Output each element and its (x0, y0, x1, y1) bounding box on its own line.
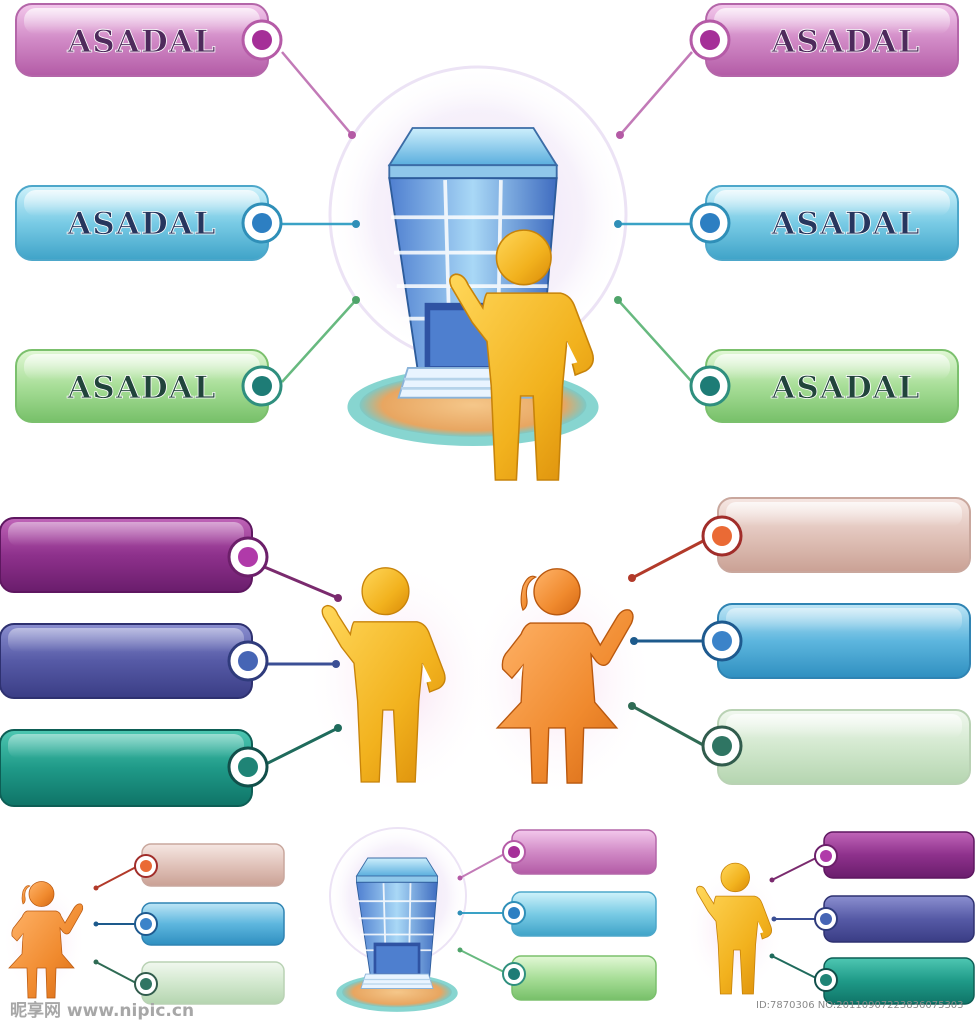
small-tag-teal[interactable] (814, 957, 975, 1005)
blank-tag-right-sky[interactable] (701, 603, 971, 679)
label-tag-right-blue[interactable]: ASADAL (689, 185, 959, 261)
small-tag-navy[interactable] (814, 895, 975, 943)
label-tag-right-purple[interactable]: ASADAL (689, 3, 959, 77)
bottom-right-group (685, 831, 975, 1005)
connector-lines-middle (261, 538, 706, 768)
label-tag-right-green[interactable]: ASADAL (689, 349, 959, 423)
bottom-left-group (2, 843, 285, 1005)
label-text: ASADAL (770, 206, 920, 242)
label-text: ASADAL (770, 370, 920, 406)
top-section: ASADAL ASADAL ASADAL ASADAL (15, 3, 959, 481)
connector-dots-middle (332, 574, 638, 732)
bottom-center-group (328, 826, 657, 1013)
blank-tag-left-plum[interactable] (0, 517, 269, 593)
blank-tag-right-peach[interactable] (701, 497, 971, 573)
label-text: ASADAL (66, 370, 216, 406)
small-tag-purple[interactable] (502, 829, 657, 875)
small-tag-green[interactable] (502, 955, 657, 1001)
blank-tag-left-teal[interactable] (0, 729, 269, 807)
small-tag-plum[interactable] (814, 831, 975, 879)
watermark-left: 昵享网 www.nipic.cn (10, 1001, 195, 1021)
label-text: ASADAL (66, 206, 216, 242)
connector-lines-top (281, 51, 693, 383)
middle-section (0, 497, 971, 807)
label-tag-left-green[interactable]: ASADAL (15, 349, 283, 423)
connector-dots-top (348, 131, 624, 304)
blank-tag-left-navy[interactable] (0, 623, 269, 699)
label-text: ASADAL (770, 24, 920, 60)
watermark-right: ID:7870306 NO:20110907223836075303 (756, 1000, 964, 1011)
small-tag-sky[interactable] (134, 902, 285, 946)
label-tag-left-purple[interactable]: ASADAL (15, 3, 283, 77)
label-text: ASADAL (66, 24, 216, 60)
small-tag-blue[interactable] (502, 891, 657, 937)
small-tag-peach[interactable] (134, 843, 285, 887)
label-tag-left-blue[interactable]: ASADAL (15, 185, 283, 261)
small-tag-mint[interactable] (134, 961, 285, 1005)
blank-tag-right-mint[interactable] (701, 709, 971, 785)
